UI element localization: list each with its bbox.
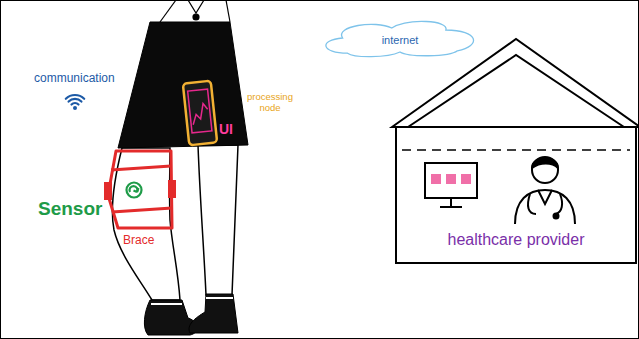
monitor [461,174,471,184]
shoes [189,294,238,333]
knee-brace [112,208,172,212]
phone [183,81,217,146]
ui-label: UI [219,121,233,137]
sensor-label: Sensor [38,198,102,220]
torso-lines [188,0,204,13]
shoes [151,303,182,305]
doctor [532,158,558,168]
phone [188,89,212,133]
monitor [431,174,441,184]
torso-lines [160,0,230,22]
wifi-icon [69,99,82,102]
monitor [425,163,477,207]
monitor [425,163,477,198]
torso-lines [160,0,176,22]
brace-label: Brace [123,234,154,248]
doctor [554,214,559,219]
torso-lines [193,14,199,20]
shoes [206,297,233,299]
monitor [440,198,462,207]
knee-brace [104,182,112,200]
node-label: internet [316,34,484,47]
torso-lines [226,0,230,22]
house-outline [392,39,639,127]
skirt [118,22,248,148]
wifi-icon [73,106,77,110]
knee-brace [168,180,176,198]
knee-brace [108,151,172,228]
monitor [446,174,456,184]
knee-brace [111,166,171,170]
shoes [144,294,238,335]
doctor [515,190,575,224]
knee-brace [104,151,176,228]
phone [183,81,217,146]
processing-label: processing node [247,92,293,114]
phone [191,103,209,125]
sensor-symbol [127,183,142,198]
skirt [118,22,248,148]
house-outline [392,39,639,263]
doctor [532,157,558,183]
wifi-icon [66,95,84,110]
house-outline [408,55,624,127]
house-outline [402,149,630,151]
communication-label: communication [34,72,115,86]
wifi-icon [66,95,84,99]
legs [198,145,238,295]
doctor [538,190,552,204]
building-node: healthcare provider [390,35,639,265]
doctor [515,157,575,224]
node-label: healthcare provider [390,231,639,249]
wifi-icon [72,103,79,104]
sensor-symbol [134,188,139,192]
doctor [528,194,562,214]
cloud-node: internet [316,16,484,60]
sensor-symbol [127,183,142,198]
node-outline [390,35,639,265]
